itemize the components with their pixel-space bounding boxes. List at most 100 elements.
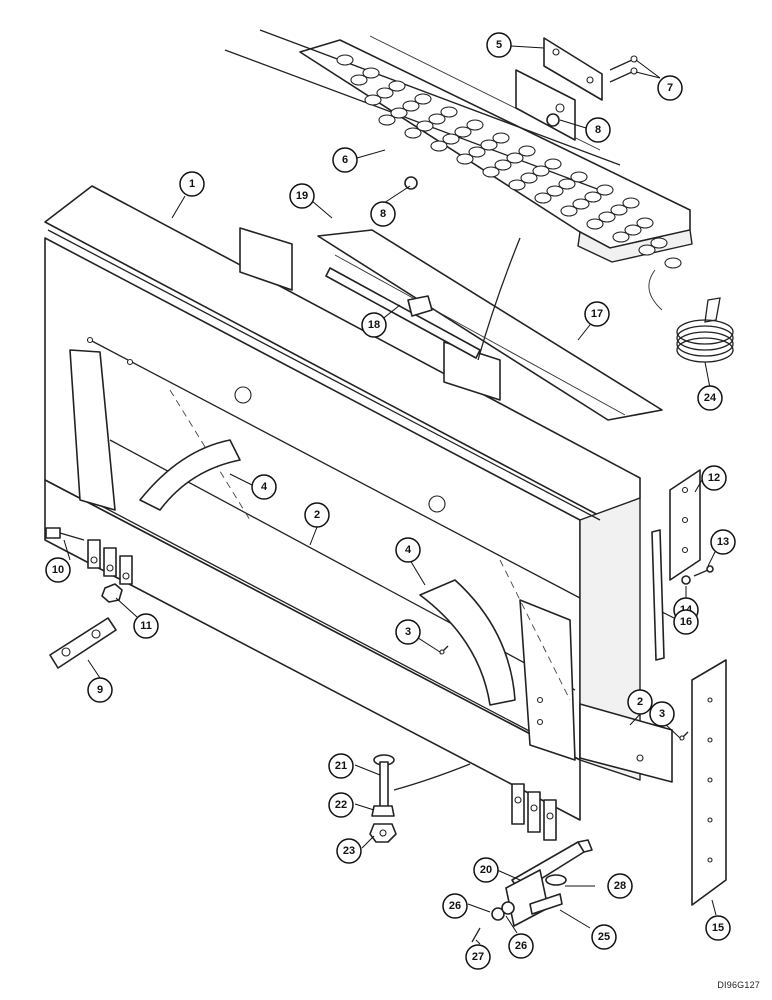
- nut: [404, 113, 560, 190]
- svg-text:26: 26: [449, 900, 461, 912]
- perforation-hole: [390, 107, 408, 119]
- callout-12: 12: [701, 465, 727, 491]
- callout-11: 11: [133, 613, 159, 639]
- svg-text:7: 7: [667, 82, 673, 94]
- perforation-hole: [560, 205, 578, 217]
- svg-text:28: 28: [614, 880, 626, 892]
- callout-6: 6: [332, 147, 358, 173]
- svg-text:10: 10: [52, 564, 64, 576]
- svg-text:3: 3: [405, 626, 411, 638]
- svg-text:6: 6: [342, 154, 348, 166]
- perforation-hole: [572, 198, 590, 210]
- svg-text:12: 12: [708, 472, 720, 484]
- hopper-body: [44, 185, 641, 821]
- mounting-tab: [239, 227, 501, 401]
- callout-8: 8: [585, 117, 611, 143]
- svg-text:8: 8: [380, 208, 386, 220]
- washer: [681, 575, 691, 585]
- callout-26: 26: [442, 893, 468, 919]
- callout-3: 3: [649, 701, 675, 727]
- perforation-hole: [508, 179, 526, 191]
- svg-text:21: 21: [335, 760, 347, 772]
- svg-text:22: 22: [335, 799, 347, 811]
- spacer-plate: [49, 617, 117, 669]
- callout-9: 9: [87, 677, 113, 703]
- svg-text:2: 2: [314, 509, 320, 521]
- perforation-hole: [362, 67, 380, 79]
- perforation-hole: [598, 211, 616, 223]
- svg-text:26: 26: [515, 940, 527, 952]
- perforation-hole: [546, 185, 564, 197]
- callout-19: 19: [289, 183, 315, 209]
- long-plate: [691, 659, 727, 906]
- svg-text:4: 4: [405, 544, 412, 556]
- bracket: [515, 37, 603, 141]
- perforation-hole: [518, 145, 536, 157]
- perforation-hole: [440, 106, 458, 118]
- callout-22: 22: [328, 792, 354, 818]
- callout-16: 16: [673, 609, 699, 635]
- svg-text:9: 9: [97, 684, 103, 696]
- svg-text:16: 16: [680, 616, 692, 628]
- perforation-hole: [534, 192, 552, 204]
- latch-pin: [529, 893, 563, 915]
- perforation-hole: [586, 218, 604, 230]
- perforation-hole: [650, 237, 668, 249]
- callout-21: 21: [328, 753, 354, 779]
- svg-text:25: 25: [598, 931, 610, 943]
- callout-18: 18: [361, 312, 387, 338]
- perforation-hole: [492, 132, 510, 144]
- perforation-hole: [622, 197, 640, 209]
- callout-3: 3: [395, 619, 421, 645]
- perforation-hole: [430, 140, 448, 152]
- perforation-hole: [596, 184, 614, 196]
- perforation-hole: [610, 204, 628, 216]
- cable-coil: [676, 297, 734, 363]
- svg-text:23: 23: [343, 845, 355, 857]
- cotter-pin: [471, 927, 481, 943]
- perforation-hole: [584, 191, 602, 203]
- perforation-hole: [664, 257, 682, 269]
- callout-15: 15: [705, 915, 731, 941]
- perforation-hole: [624, 224, 642, 236]
- narrow-strip: [651, 529, 665, 661]
- hinge-lug: [511, 783, 557, 841]
- perforation-hole: [350, 74, 368, 86]
- callout-2: 2: [627, 689, 653, 715]
- callout-1: 1: [179, 171, 205, 197]
- perforation-hole: [468, 146, 486, 158]
- leader-lines: [63, 45, 717, 945]
- cover-strip: [317, 229, 663, 421]
- perforation-hole: [466, 119, 484, 131]
- perforation-hole: [494, 159, 512, 171]
- callout-25: 25: [591, 924, 617, 950]
- callout-20: 20: [473, 857, 499, 883]
- screw: [693, 565, 714, 577]
- nut: [101, 583, 123, 603]
- svg-text:4: 4: [261, 481, 268, 493]
- svg-text:5: 5: [496, 39, 502, 51]
- perforation-hole: [428, 113, 446, 125]
- svg-text:19: 19: [296, 190, 308, 202]
- spring-pin: [545, 874, 567, 886]
- lock-nut: [369, 823, 397, 843]
- callout-26: 26: [508, 933, 534, 959]
- perforation-hole: [544, 158, 562, 170]
- svg-text:2: 2: [637, 696, 643, 708]
- callout-27: 27: [465, 944, 491, 970]
- perforation-hole: [506, 152, 524, 164]
- washer: [491, 901, 515, 921]
- wear-plate: [669, 469, 701, 581]
- svg-text:24: 24: [704, 392, 717, 404]
- perforation-hole: [456, 153, 474, 165]
- perforation-hole: [364, 94, 382, 106]
- perforation-hole: [404, 127, 422, 139]
- svg-text:3: 3: [659, 708, 665, 720]
- svg-text:17: 17: [591, 308, 603, 320]
- svg-text:1: 1: [189, 178, 195, 190]
- svg-text:11: 11: [140, 620, 152, 632]
- perforation-hole: [480, 139, 498, 151]
- svg-text:20: 20: [480, 864, 492, 876]
- callout-7: 7: [657, 75, 683, 101]
- perforation-hole: [638, 244, 656, 256]
